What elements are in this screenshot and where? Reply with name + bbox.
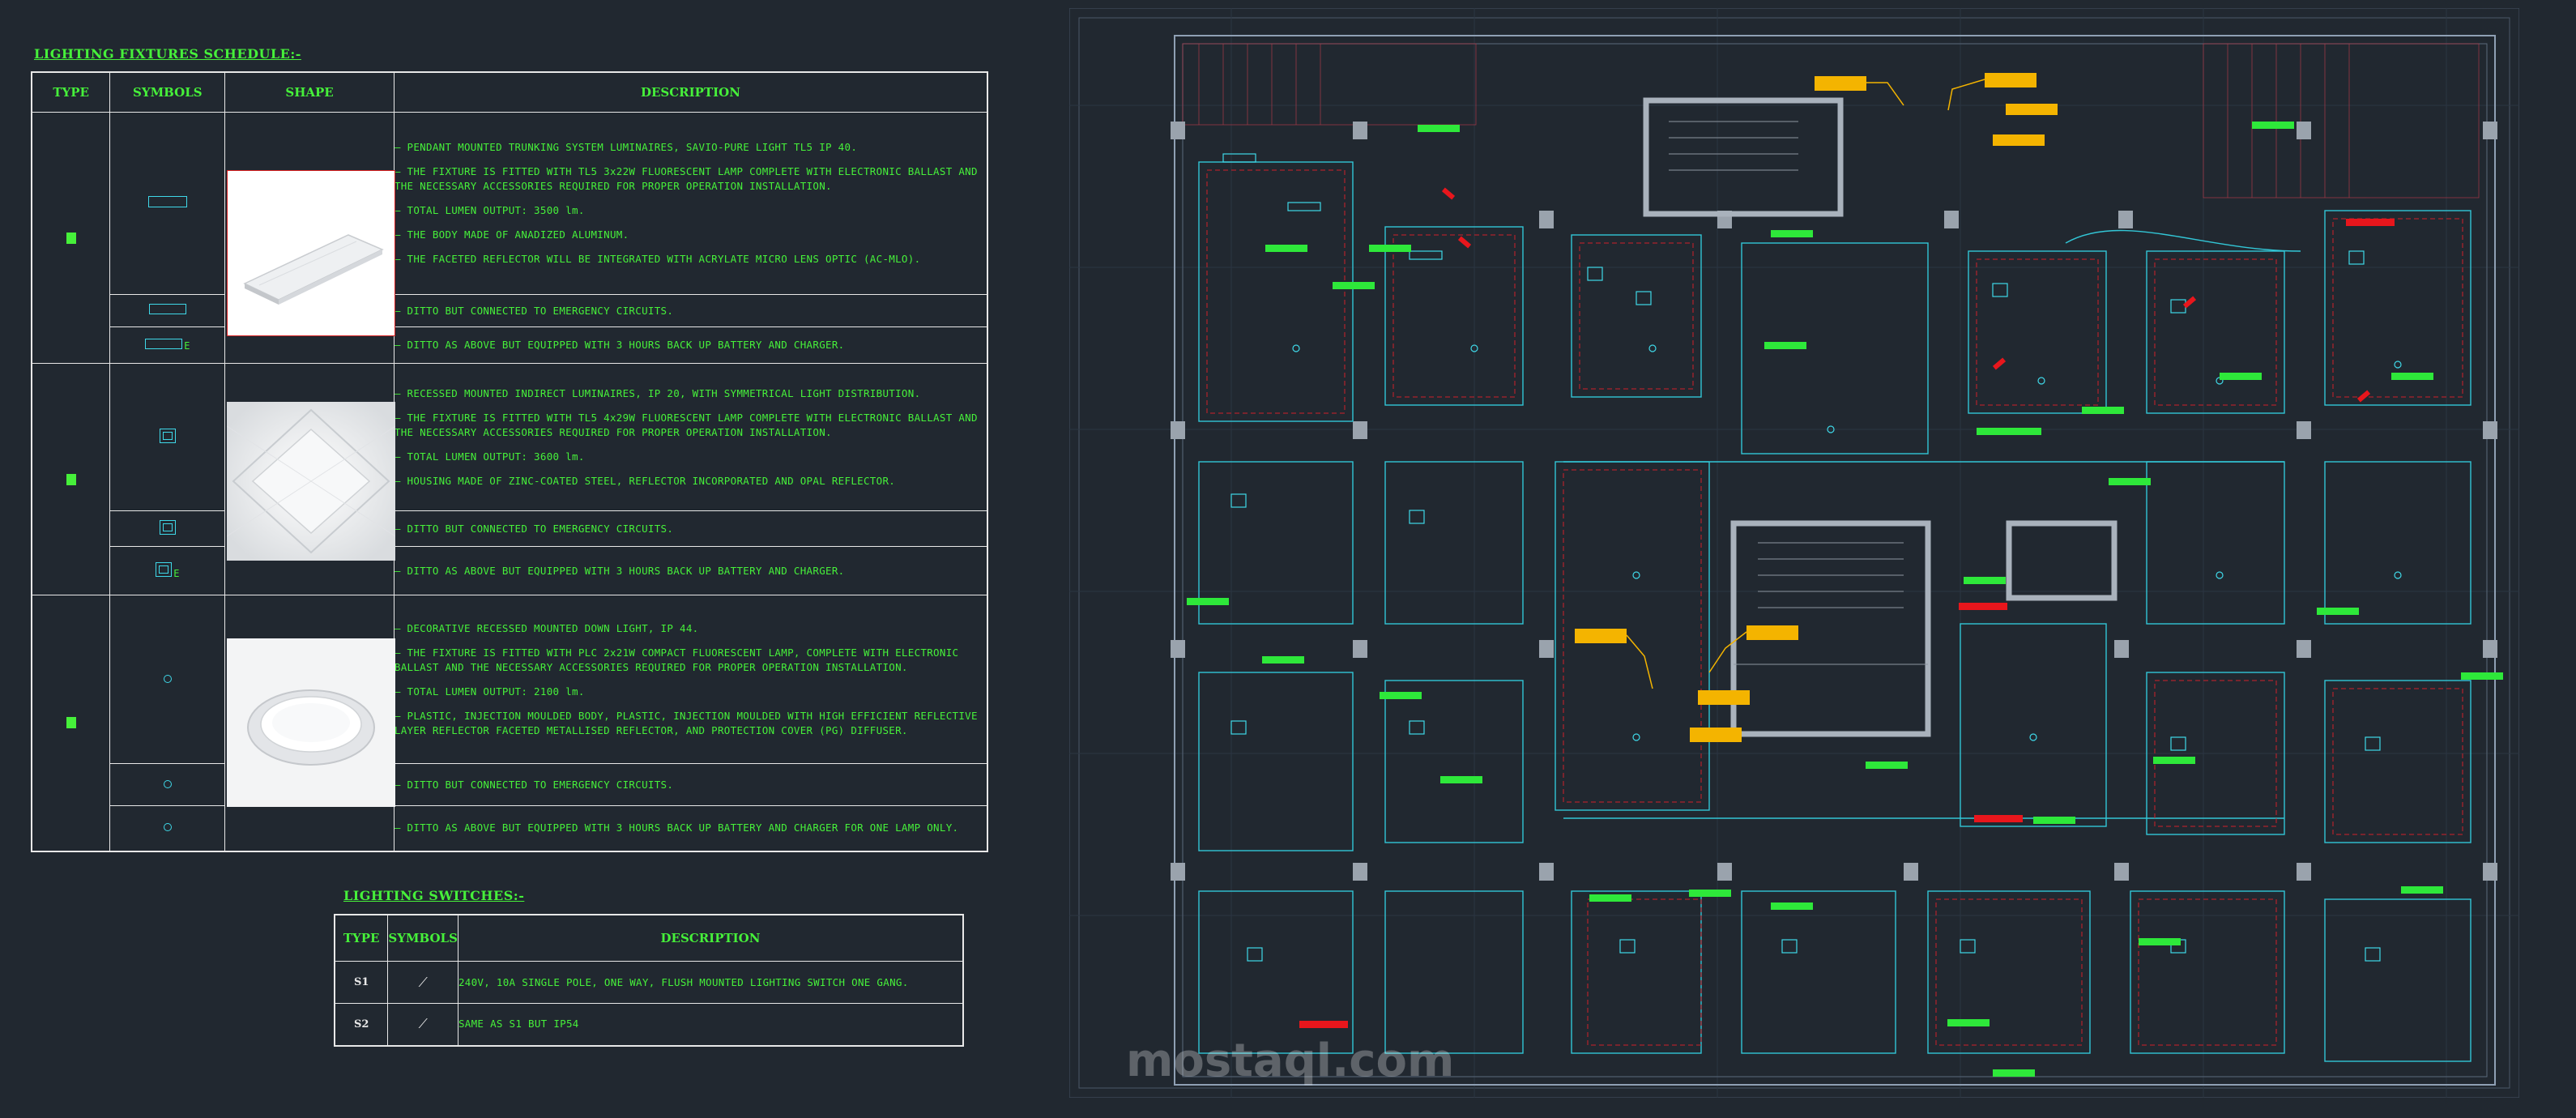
fixture-row: – DITTO BUT CONNECTED TO EMERGENCY CIRCU… (32, 763, 988, 806)
fixtures-schedule-title: LIGHTING FIXTURES SCHEDULE:- (34, 46, 301, 62)
switch-type: S1 (334, 961, 389, 1004)
description-line: – RECESSED MOUNTED INDIRECT LUMINAIRES, … (394, 386, 921, 399)
type-cell (31, 112, 111, 364)
type-cell (31, 595, 111, 851)
header-shape: SHAPE (224, 71, 395, 113)
symbol-cell: E (109, 326, 226, 364)
description-cell: – DITTO BUT CONNECTED TO EMERGENCY CIRCU… (393, 763, 988, 806)
header-type: TYPE (31, 71, 111, 113)
symbol-cell: E (109, 546, 226, 595)
type-marker (66, 717, 76, 729)
switch-row: S2 ⟋ SAME AS S1 BUT IP54 (334, 1003, 964, 1046)
switch-row: S1 ⟋ 240V, 10A SINGLE POLE, ONE WAY, FLU… (334, 961, 964, 1004)
recessed-luminaire-photo (227, 402, 395, 561)
description-line: – THE FIXTURE IS FITTED WITH PLC 2x21W C… (394, 646, 959, 673)
fixture-row: E – DITTO AS ABOVE BUT EQUIPPED WITH 3 H… (32, 546, 988, 595)
switch-symbol-cell: ⟋ (387, 961, 458, 1004)
symbol-cell (109, 510, 226, 547)
fixture-row: – PENDANT MOUNTED TRUNKING SYSTEM LUMINA… (31, 112, 988, 364)
trunking-luminaire-photo (227, 170, 395, 336)
description-line: – THE FIXTURE IS FITTED WITH TL5 4x29W F… (394, 411, 978, 438)
lighting-floor-plan: mostaql.com (1069, 8, 2519, 1098)
single-pole-switch-icon: ⟋ (418, 974, 428, 990)
description-cell: – DITTO AS ABOVE BUT EQUIPPED WITH 3 HOU… (393, 546, 988, 595)
description-line: – TOTAL LUMEN OUTPUT: 3500 lm. (394, 204, 585, 216)
symbol-cell (109, 763, 226, 806)
description-cell: – DITTO AS ABOVE BUT EQUIPPED WITH 3 HOU… (393, 326, 988, 364)
recessed-luminaire-symbol (159, 428, 176, 443)
weatherproof-switch-icon: ⟋ (418, 1016, 428, 1032)
recessed-battery-symbol (156, 561, 173, 577)
switch-type: S2 (334, 1003, 389, 1046)
switches-table: TYPE SYMBOLS DESCRIPTION S1 ⟋ 240V, 10A … (334, 914, 964, 1047)
description-line: – THE BODY MADE OF ANADIZED ALUMINUM. (394, 228, 629, 241)
symbol-cell (109, 112, 226, 295)
description-cell: – RECESSED MOUNTED INDIRECT LUMINAIRES, … (393, 363, 988, 511)
description-cell: – DECORATIVE RECESSED MOUNTED DOWN LIGHT… (393, 595, 988, 764)
type-marker (66, 473, 76, 485)
trunking-battery-symbol (145, 338, 183, 349)
description-line: – TOTAL LUMEN OUTPUT: 2100 lm. (394, 685, 585, 698)
header-description: DESCRIPTION (457, 914, 964, 962)
fixture-row: – RECESSED MOUNTED INDIRECT LUMINAIRES, … (31, 363, 988, 595)
fixtures-schedule-table: TYPE SYMBOLS SHAPE DESCRIPTION – PENDANT… (31, 71, 988, 852)
symbol-cell (109, 595, 226, 764)
description-line: – DECORATIVE RECESSED MOUNTED DOWN LIGHT… (394, 621, 699, 634)
description-cell: – DITTO BUT CONNECTED TO EMERGENCY CIRCU… (393, 510, 988, 547)
fixtures-header-row: TYPE SYMBOLS SHAPE DESCRIPTION (31, 71, 988, 113)
fixture-row: – DITTO BUT CONNECTED TO EMERGENCY CIRCU… (32, 294, 988, 327)
description-line: – PLASTIC, INJECTION MOULDED BODY, PLAST… (394, 709, 978, 736)
trunking-luminaire-symbol (147, 196, 187, 207)
description-cell: – PENDANT MOUNTED TRUNKING SYSTEM LUMINA… (393, 112, 988, 295)
symbol-cell (109, 805, 226, 851)
description-cell: – DITTO BUT CONNECTED TO EMERGENCY CIRCU… (393, 294, 988, 327)
switches-schedule-title: LIGHTING SWITCHES:- (343, 888, 525, 903)
downlight-battery-symbol (163, 823, 172, 832)
recessed-emergency-symbol (159, 519, 176, 535)
switch-description: SAME AS S1 BUT IP54 (457, 1003, 964, 1046)
switches-header-row: TYPE SYMBOLS DESCRIPTION (334, 914, 964, 962)
description-line: – THE FIXTURE IS FITTED WITH TL5 3x22W F… (394, 165, 978, 192)
fixture-row: – DITTO BUT CONNECTED TO EMERGENCY CIRCU… (32, 510, 988, 547)
emergency-letter: E (173, 567, 180, 579)
downlight-symbol (163, 674, 172, 683)
description-line: – HOUSING MADE OF ZINC-COATED STEEL, REF… (394, 474, 896, 487)
switch-description: 240V, 10A SINGLE POLE, ONE WAY, FLUSH MO… (457, 961, 964, 1004)
description-cell: – DITTO AS ABOVE BUT EQUIPPED WITH 3 HOU… (393, 805, 988, 851)
fixture-row: E – DITTO AS ABOVE BUT EQUIPPED WITH 3 H… (32, 326, 988, 364)
header-symbols: SYMBOLS (109, 71, 226, 113)
description-line: – PENDANT MOUNTED TRUNKING SYSTEM LUMINA… (394, 141, 858, 153)
type-marker (66, 232, 76, 244)
switch-symbol-cell: ⟋ (387, 1003, 458, 1046)
downlight-photo (227, 638, 395, 807)
description-line: – TOTAL LUMEN OUTPUT: 3600 lm. (394, 450, 585, 463)
fixture-row: – DITTO AS ABOVE BUT EQUIPPED WITH 3 HOU… (32, 805, 988, 851)
header-description: DESCRIPTION (393, 71, 988, 113)
header-symbols: SYMBOLS (387, 914, 458, 962)
emergency-letter: E (184, 339, 190, 352)
downlight-emergency-symbol (163, 779, 172, 788)
symbol-cell (109, 363, 226, 511)
watermark-text: mostaql.com (1126, 1035, 1454, 1087)
header-type: TYPE (334, 914, 389, 962)
symbol-cell (109, 294, 226, 327)
type-cell (31, 363, 111, 595)
description-line: – THE FACETED REFLECTOR WILL BE INTEGRAT… (394, 253, 921, 265)
fixture-row: – DECORATIVE RECESSED MOUNTED DOWN LIGHT… (31, 595, 988, 851)
trunking-emergency-symbol (148, 304, 186, 314)
